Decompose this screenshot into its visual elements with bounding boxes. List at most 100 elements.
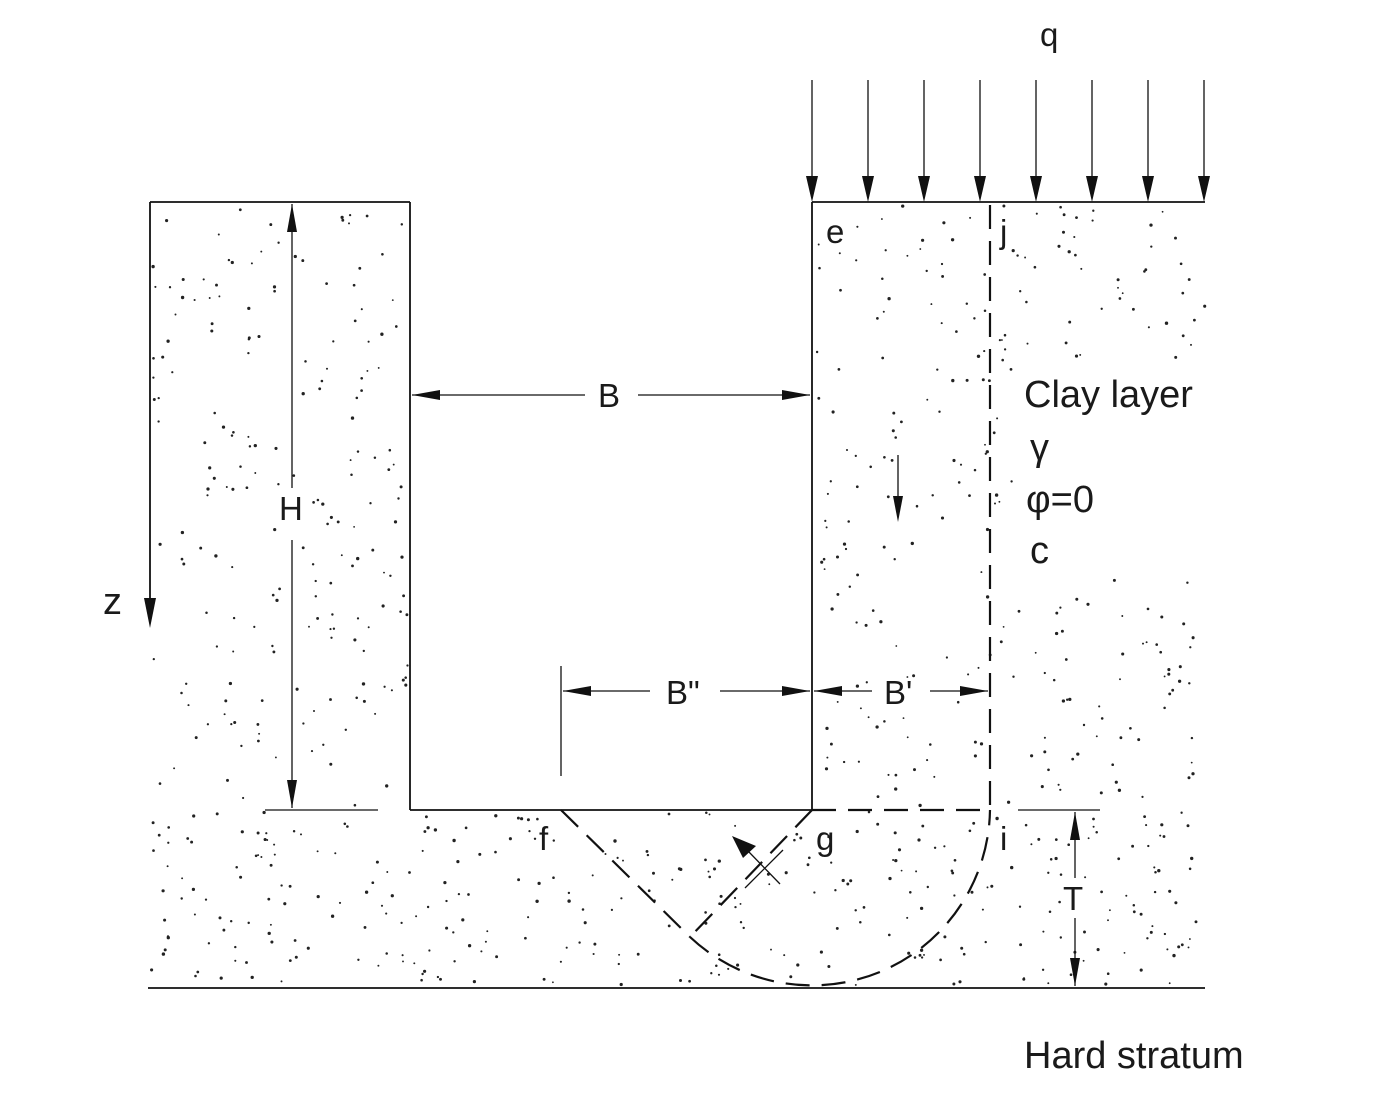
soil-dot [203, 441, 207, 445]
soil-dot [362, 649, 365, 653]
soil-dot [166, 935, 170, 938]
soil-dot [1108, 909, 1111, 912]
soil-dot [919, 948, 924, 952]
soil-dot [953, 858, 957, 862]
soil-dot [408, 871, 411, 874]
soil-dot [232, 616, 236, 620]
soil-dot [983, 273, 987, 276]
soil-dot [413, 962, 416, 965]
b2-arrowhead-left [563, 686, 591, 696]
soil-dot [406, 664, 409, 667]
soil-dot [618, 953, 621, 956]
soil-dot [976, 354, 981, 358]
soil-dot [332, 340, 335, 343]
soil-dot [234, 959, 237, 962]
soil-dot [1100, 890, 1103, 894]
q-arrowhead [862, 176, 874, 202]
soil-dot [1024, 256, 1027, 259]
soil-dot [247, 351, 250, 355]
soil-dot [876, 795, 880, 799]
soil-dot [955, 330, 958, 333]
b1-arrowhead-right [960, 686, 988, 696]
soil-dot [1006, 800, 1011, 804]
soil-dot [1019, 943, 1023, 947]
soil-dot [1061, 230, 1066, 234]
soil-dot [845, 448, 849, 452]
soil-dot [855, 259, 858, 262]
soil-dot [1182, 622, 1186, 626]
soil-dot [825, 526, 828, 529]
soil-dot [221, 425, 226, 429]
soil-dot [360, 308, 363, 311]
soil-dot [956, 700, 960, 704]
soil-dot [1194, 920, 1198, 924]
soil-dot [951, 871, 955, 875]
soil-dot [968, 829, 972, 833]
soil-dot [913, 956, 917, 959]
soil-dot [366, 369, 369, 372]
t-arrowhead-bottom [1070, 958, 1080, 986]
soil-dot [365, 214, 369, 218]
soil-dot [652, 871, 655, 875]
soil-dot [240, 830, 244, 834]
soil-dot [334, 852, 337, 855]
soil-dot [985, 450, 989, 454]
soil-dot [353, 526, 355, 528]
soil-dot [381, 252, 384, 256]
soil-dot [367, 340, 370, 343]
soil-dot [235, 866, 238, 869]
soil-dot [1052, 678, 1056, 682]
soil-dot [472, 980, 476, 984]
soil-dot [355, 696, 358, 700]
soil-dot [883, 720, 886, 723]
soil-dot [1096, 948, 1100, 952]
soil-dot [330, 914, 335, 918]
soil-dot [387, 468, 391, 471]
soil-dot [636, 952, 640, 956]
label-h: H [279, 490, 303, 527]
soil-dot [374, 712, 377, 715]
soil-dot [1180, 943, 1184, 947]
soil-dot [973, 317, 976, 320]
soil-dot [181, 877, 184, 880]
soil-dot [817, 243, 820, 246]
soil-dot [401, 954, 404, 957]
soil-dot [280, 884, 283, 887]
soil-dot [854, 983, 857, 986]
h-arrowhead-bottom [287, 780, 297, 808]
soil-dot [383, 685, 386, 688]
soil-dot [288, 884, 292, 888]
soil-dot [180, 295, 185, 300]
soil-dot [165, 219, 169, 223]
soil-dot [985, 595, 990, 599]
soil-dot [795, 832, 799, 836]
soil-dot [535, 899, 539, 903]
soil-dot [984, 940, 987, 944]
soil-dot [717, 953, 721, 957]
soil-dot [848, 585, 852, 588]
soil-dot [329, 628, 332, 631]
soil-dot [1125, 894, 1128, 897]
soil-dot [894, 773, 898, 777]
soil-dot [436, 975, 440, 979]
soil-dot [891, 429, 895, 433]
soil-dot [942, 221, 946, 225]
soil-dot [1104, 982, 1108, 986]
soil-dot [617, 962, 620, 966]
soil-dot [822, 557, 826, 561]
soil-dot [921, 238, 925, 242]
soil-dot [267, 931, 271, 936]
soil-dot [283, 902, 287, 906]
soil-dot [1083, 930, 1086, 934]
soil-dot [817, 396, 821, 400]
soil-dot [232, 431, 235, 434]
soil-dot [166, 865, 169, 868]
soil-dot [452, 931, 455, 934]
soil-dot [400, 223, 404, 226]
soil-dot [1071, 757, 1075, 761]
soil-dot [208, 297, 211, 299]
soil-dot [919, 248, 922, 250]
soil-dot [336, 520, 340, 524]
soil-dot [329, 698, 332, 701]
soil-dot [1084, 876, 1087, 879]
